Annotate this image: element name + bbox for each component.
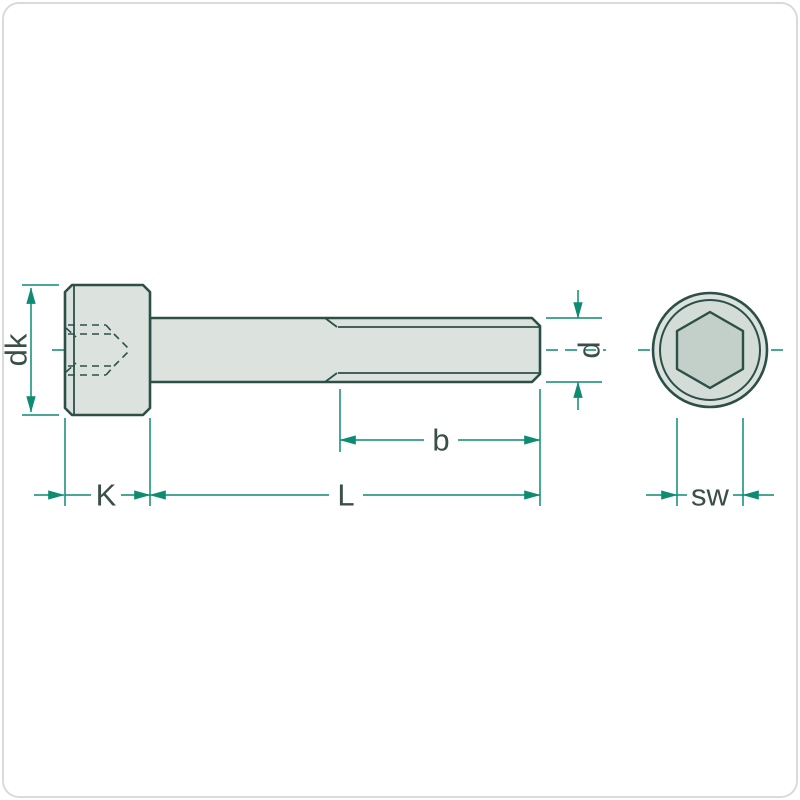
- thread-runout-bottom: [324, 372, 338, 383]
- label-sw: sw: [691, 478, 730, 513]
- label-b: b: [432, 423, 449, 458]
- screw-head: [63, 283, 152, 417]
- thread-runout-top: [324, 317, 338, 328]
- dimension-sw: sw: [646, 418, 774, 513]
- hex-socket: [675, 310, 745, 390]
- label-dk: dk: [0, 333, 34, 366]
- end-view: [638, 291, 784, 409]
- socket-hidden-lines: [65, 324, 131, 376]
- side-view: [52, 283, 606, 417]
- label-k: K: [96, 478, 117, 513]
- label-l: L: [337, 478, 354, 513]
- dimension-b: b: [339, 389, 541, 458]
- dimension-l: L: [149, 389, 541, 513]
- dimension-dk: dk: [0, 284, 59, 416]
- label-d: d: [572, 341, 607, 358]
- dimension-k: K: [34, 418, 151, 513]
- dimension-d: d: [546, 290, 607, 410]
